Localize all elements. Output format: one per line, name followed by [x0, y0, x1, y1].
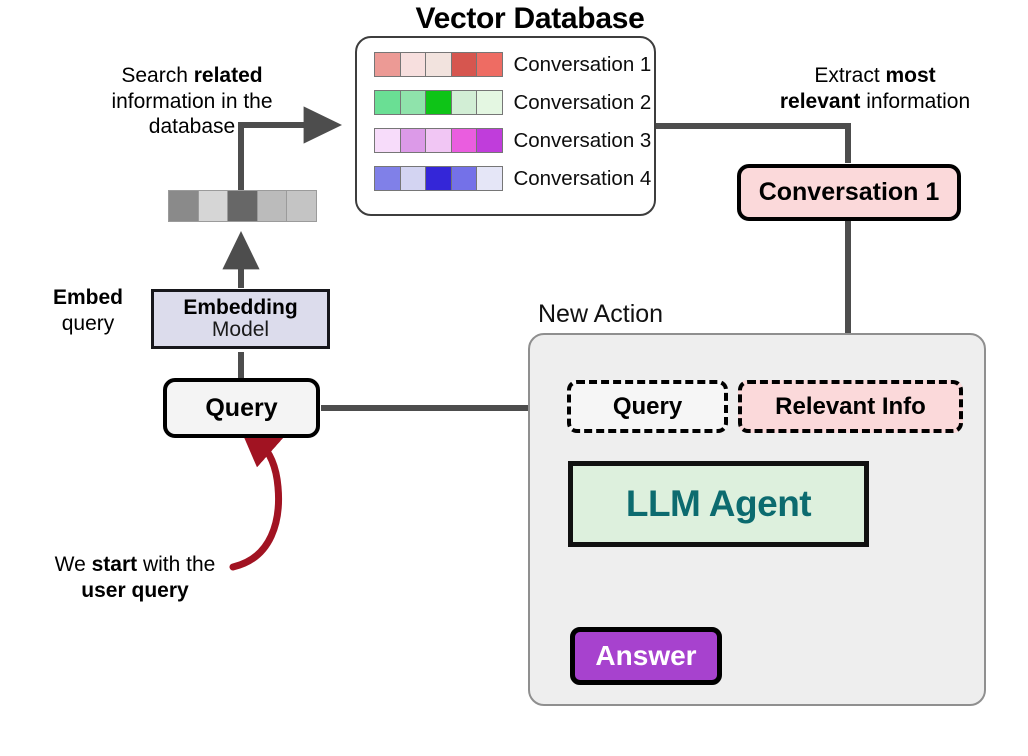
callout-search-l1b: related [193, 64, 263, 87]
conversation-embedding-swatches [374, 128, 504, 153]
prompt-query-node[interactable]: Query [567, 380, 728, 433]
embedding-swatch [374, 52, 401, 77]
conversation-row[interactable]: Conversation 1 [374, 52, 651, 77]
retrieved-conversation-node[interactable]: Conversation 1 [737, 164, 961, 221]
conversation-label: Conversation 3 [513, 128, 652, 152]
callout-start-l1b: start [91, 553, 138, 576]
prompt-relevant-info-node[interactable]: Relevant Info [738, 380, 963, 433]
conversation-embedding-swatches [374, 90, 504, 115]
embedding-model-node[interactable]: Embedding Model [151, 289, 330, 349]
query-vector-swatch [227, 190, 259, 222]
embedding-swatch [374, 128, 401, 153]
callout-extract-l1b: most [885, 64, 936, 87]
query-vector-swatch [197, 190, 229, 222]
callout-start-l2: user query [81, 578, 189, 602]
vector-database-panel: Conversation 1 Conversation 2 Conversation… [355, 36, 656, 216]
callout-start: We start with the user query [20, 552, 250, 603]
new-action-label: New Action [538, 300, 664, 328]
callout-extract: Extract most relevant information [730, 63, 1020, 114]
callout-extract-l1a: Extract [814, 64, 886, 87]
query-vector-swatch [168, 190, 199, 222]
callout-embed-l1: Embed [52, 286, 123, 309]
page-title: Vector Database [415, 2, 645, 35]
conversation-embedding-swatches [374, 166, 504, 191]
embedding-swatch [374, 166, 401, 191]
embedding-swatch [399, 90, 427, 115]
embedding-swatch [476, 52, 504, 77]
query-node[interactable]: Query [163, 378, 320, 438]
embedding-swatch [399, 166, 427, 191]
embedding-swatch [374, 90, 401, 115]
callout-embed-l2: query [61, 311, 115, 335]
llm-agent-node[interactable]: LLM Agent [568, 461, 869, 547]
conversation-embedding-swatches [374, 52, 504, 77]
conversation-row[interactable]: Conversation 3 [374, 128, 651, 153]
conversation-label: Conversation 4 [513, 166, 652, 190]
callout-extract-l2b: information [860, 89, 971, 113]
callout-start-l1c: with the [137, 553, 216, 576]
conversation-list: Conversation 1 Conversation 2 Conversation… [374, 52, 651, 191]
callout-search-l2: information in the [111, 89, 273, 113]
callout-start-l1a: We [54, 553, 92, 576]
embedding-swatch [425, 90, 453, 115]
embedding-swatch [425, 128, 453, 153]
embedding-swatch [450, 90, 478, 115]
conversation-label: Conversation 1 [513, 52, 652, 76]
embedding-model-line1: Embedding [183, 295, 298, 319]
callout-search: Search related information in the databa… [62, 63, 322, 140]
embedding-swatch [450, 166, 478, 191]
embedding-swatch [476, 128, 504, 153]
conversation-row[interactable]: Conversation 4 [374, 166, 651, 191]
conversation-row[interactable]: Conversation 2 [374, 90, 651, 115]
embedding-swatch [425, 166, 453, 191]
query-vector-swatch [286, 190, 318, 222]
embedding-swatch [476, 90, 504, 115]
callout-extract-l2a: relevant [779, 89, 861, 113]
callout-embed: Embed query [28, 285, 148, 336]
answer-node[interactable]: Answer [570, 627, 722, 685]
query-vector-swatch [256, 190, 288, 222]
embedding-swatch [399, 52, 427, 77]
embedding-swatch [450, 128, 478, 153]
embedding-model-line2: Model [211, 318, 270, 341]
embedding-swatch [476, 166, 504, 191]
embedding-swatch [399, 128, 427, 153]
embedding-swatch [425, 52, 453, 77]
callout-search-l1a: Search [121, 64, 194, 87]
conversation-label: Conversation 2 [513, 90, 652, 114]
query-embedding-vector [168, 190, 318, 222]
callout-search-l3: database [148, 115, 236, 139]
embedding-swatch [450, 52, 478, 77]
